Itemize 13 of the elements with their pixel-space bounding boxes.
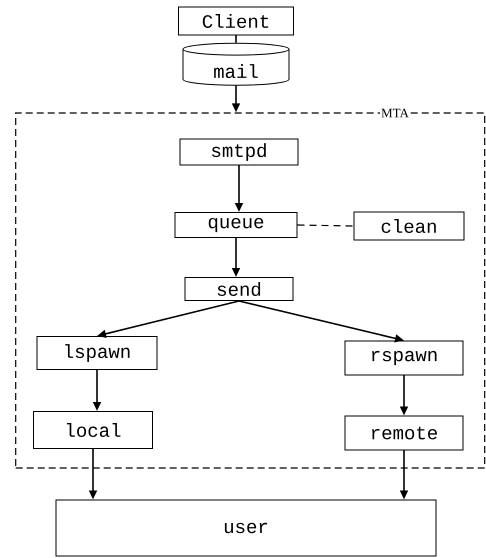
process-box: user bbox=[56, 500, 436, 556]
connector-line bbox=[235, 36, 237, 43]
connector-line bbox=[297, 224, 354, 227]
storage-cylinder: mail bbox=[182, 42, 290, 86]
process-box: local bbox=[33, 411, 153, 449]
process-box: clean bbox=[354, 212, 464, 240]
process-box: Client bbox=[178, 6, 294, 36]
process-box: remote bbox=[344, 416, 464, 450]
process-box: smtpd bbox=[180, 138, 298, 166]
process-box: send bbox=[184, 277, 294, 301]
process-box: queue bbox=[174, 212, 298, 238]
process-box: lspawn bbox=[36, 336, 158, 370]
process-box: rspawn bbox=[344, 340, 464, 376]
